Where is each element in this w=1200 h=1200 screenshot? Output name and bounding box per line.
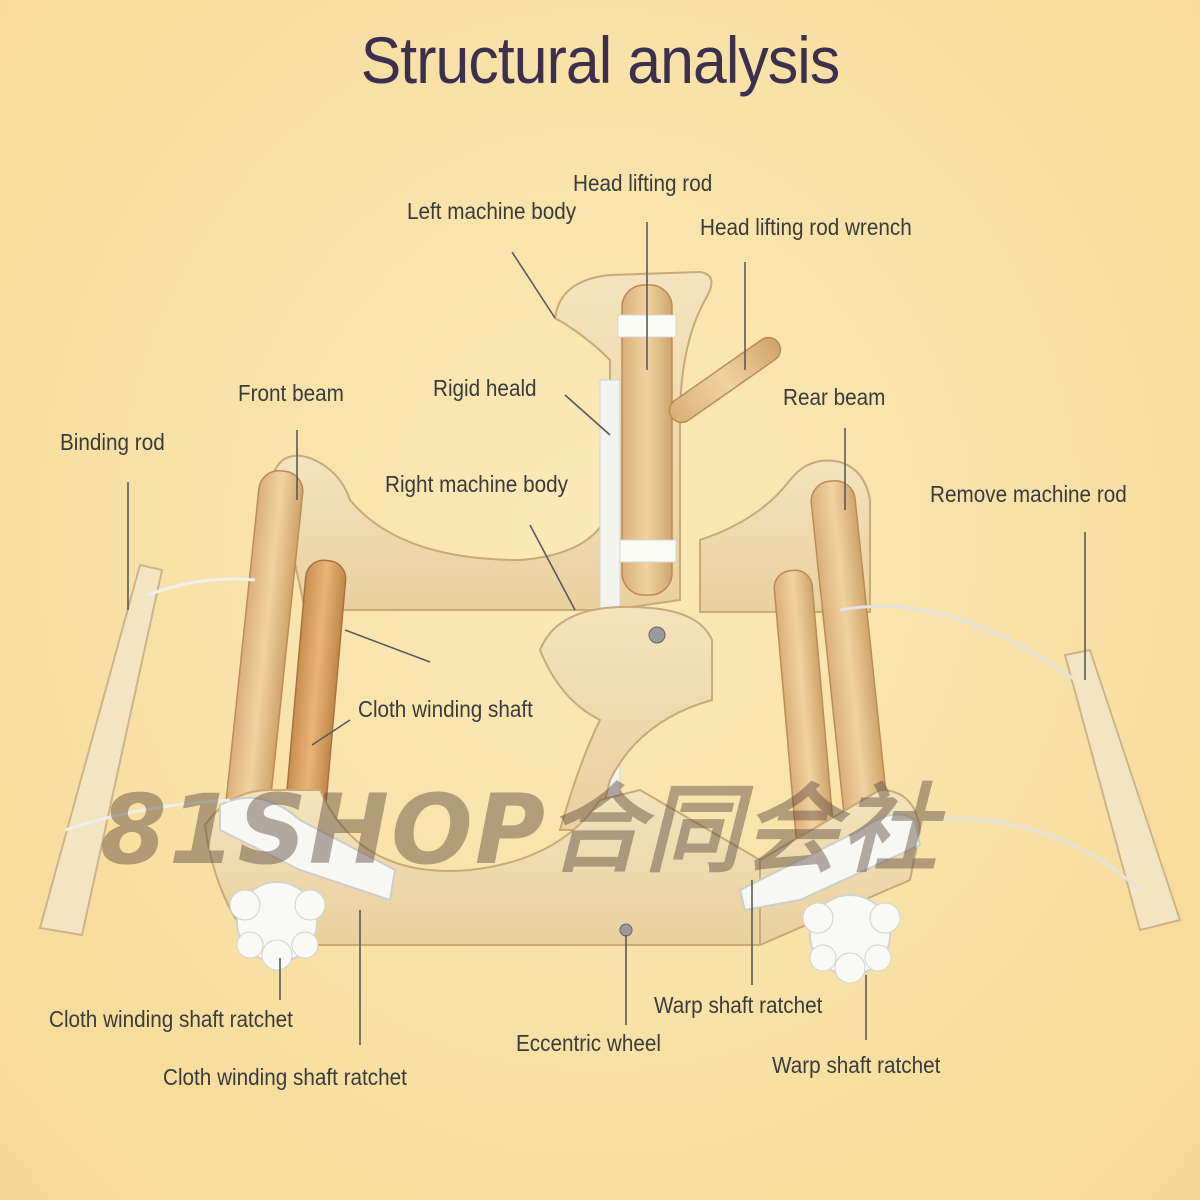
label-left-machine-body: Left machine body: [407, 198, 577, 224]
watermark: 81SHOP合同会社: [100, 774, 940, 886]
left-string-top: [147, 577, 256, 597]
label-warp-shaft-ratchet-2: Warp shaft ratchet: [772, 1052, 941, 1078]
wrench-rod-shape: [668, 336, 782, 424]
label-binding-rod: Binding rod: [60, 429, 165, 455]
binding-rod-shape: [38, 563, 164, 937]
heald-band-bottom: [617, 539, 677, 563]
label-cloth-winding-shaft: Cloth winding shaft: [358, 696, 533, 722]
back-side-panel: [273, 454, 606, 611]
leader-rigid-heald: [564, 394, 611, 436]
right-machine-body-shape: [538, 605, 713, 831]
label-right-machine-body: Right machine body: [385, 471, 568, 497]
right-ratchet-knob: [802, 894, 901, 984]
left-string-bottom: [64, 798, 231, 832]
label-rigid-heald: Rigid heald: [433, 375, 537, 401]
remove-machine-rod-shape: [1063, 648, 1182, 932]
bolt-middle: [648, 626, 666, 644]
eccentric-wheel-screw: [619, 923, 633, 937]
label-remove-machine-rod: Remove machine rod: [930, 481, 1127, 507]
label-cloth-winding-shaft-ratchet-2: Cloth winding shaft ratchet: [163, 1064, 407, 1090]
left-ratchet-knob: [229, 881, 326, 971]
label-warp-shaft-ratchet-1: Warp shaft ratchet: [654, 992, 823, 1018]
label-eccentric-wheel: Eccentric wheel: [516, 1030, 661, 1056]
right-string-top: [839, 604, 1076, 682]
leader-extra: [344, 629, 431, 663]
label-cloth-winding-shaft-ratchet-1: Cloth winding shaft ratchet: [49, 1006, 293, 1032]
leader-left-machine-body: [511, 251, 556, 319]
leader-cloth-winding-shaft: [311, 719, 351, 746]
right-string-bottom: [924, 817, 1141, 892]
label-head-lifting-rod-wrench: Head lifting rod wrench: [700, 214, 912, 240]
label-front-beam: Front beam: [238, 380, 344, 406]
label-head-lifting-rod: Head lifting rod: [573, 170, 713, 196]
leader-lines: [127, 222, 1086, 1045]
page-title: Structural analysis: [360, 23, 841, 97]
left-ratchet-arm: [219, 796, 397, 902]
right-ratchet-arm: [738, 813, 922, 912]
label-rear-beam: Rear beam: [783, 384, 886, 410]
leader-right-machine-body: [529, 524, 576, 611]
